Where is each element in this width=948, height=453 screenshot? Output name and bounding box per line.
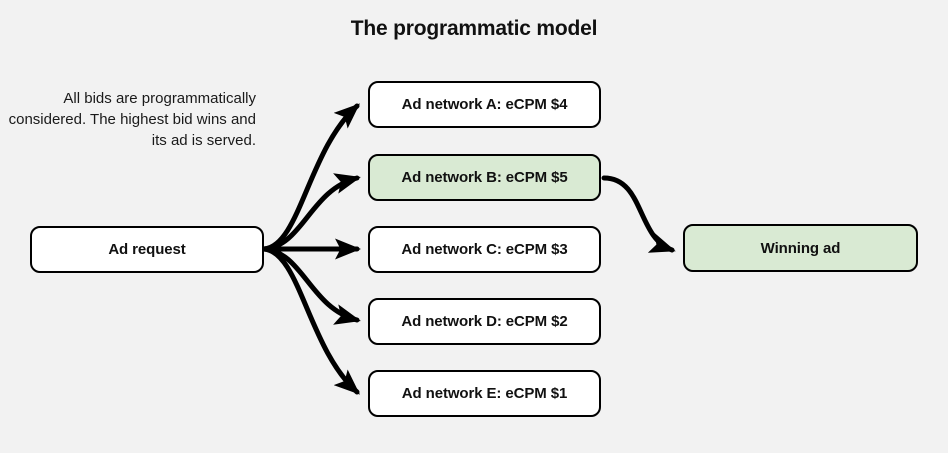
arrow-request-to-network-b (261, 173, 361, 252)
node-ad-network-c-label: Ad network C: eCPM $3 (401, 241, 568, 258)
node-ad-network-d[interactable]: Ad network D: eCPM $2 (368, 298, 601, 345)
node-ad-network-d-label: Ad network D: eCPM $2 (401, 313, 568, 330)
arrow-request-to-network-a (261, 103, 360, 252)
node-ad-network-b-label: Ad network B: eCPM $5 (401, 169, 568, 186)
node-ad-network-a[interactable]: Ad network A: eCPM $4 (368, 81, 601, 128)
arrow-network-b-to-winning-ad (601, 175, 676, 253)
arrow-request-to-network-e (261, 246, 360, 395)
node-ad-network-e[interactable]: Ad network E: eCPM $1 (368, 370, 601, 417)
node-ad-network-c[interactable]: Ad network C: eCPM $3 (368, 226, 601, 273)
node-ad-request[interactable]: Ad request (30, 226, 264, 273)
node-winning-ad[interactable]: Winning ad (683, 224, 918, 272)
page-title: The programmatic model (350, 17, 598, 40)
arrow-request-to-network-d (261, 246, 361, 325)
node-ad-request-label: Ad request (108, 241, 186, 258)
node-winning-ad-label: Winning ad (760, 239, 841, 257)
node-ad-network-b[interactable]: Ad network B: eCPM $5 (368, 154, 601, 201)
node-ad-network-e-label: Ad network E: eCPM $1 (401, 385, 568, 402)
description-text: All bids are programmatically considered… (8, 90, 256, 149)
node-ad-network-a-label: Ad network A: eCPM $4 (401, 96, 568, 113)
